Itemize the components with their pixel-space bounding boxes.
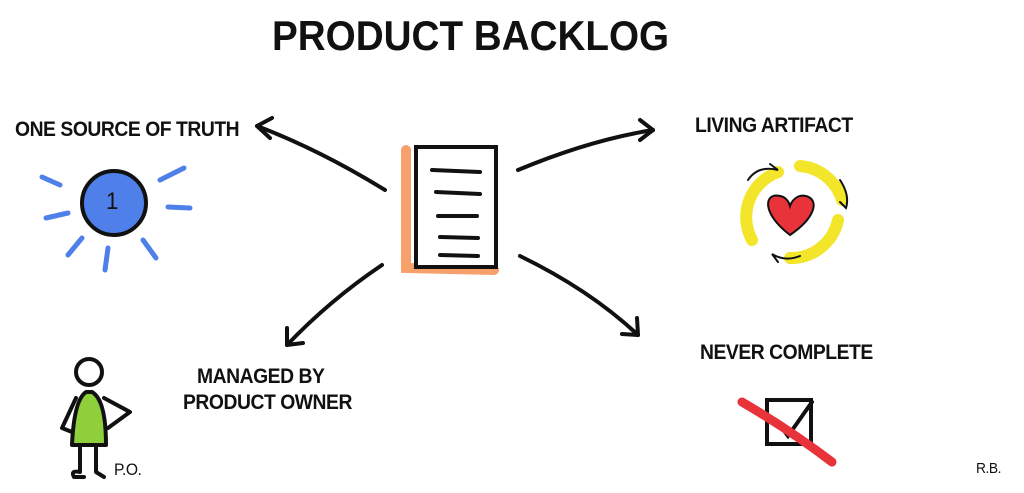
po-label: P.O. — [114, 460, 142, 479]
page-title: PRODUCT BACKLOG — [272, 12, 670, 59]
managed-by-label-line1: MANAGED BY — [197, 365, 325, 388]
strike-through-slash — [737, 397, 837, 467]
one-source-icon — [39, 165, 193, 273]
one-badge: 1 — [106, 188, 118, 215]
one-source-label: ONE SOURCE OF TRUTH — [15, 118, 240, 141]
product-owner-figure — [60, 357, 132, 479]
arrow-to-managed — [285, 263, 384, 347]
never-complete-label: NEVER COMPLETE — [700, 341, 873, 364]
never-complete-icon — [737, 397, 837, 467]
living-artifact-icon — [740, 160, 849, 265]
heart-icon — [767, 194, 815, 237]
arrow-to-never — [518, 254, 640, 337]
living-artifact-label: LIVING ARTIFACT — [695, 114, 853, 137]
arrow-to-living — [516, 118, 655, 172]
document-icon — [401, 145, 499, 275]
signature: R.B. — [976, 460, 1002, 477]
arrow-to-source — [255, 116, 387, 192]
managed-by-label-line2: PRODUCT OWNER — [183, 391, 352, 414]
